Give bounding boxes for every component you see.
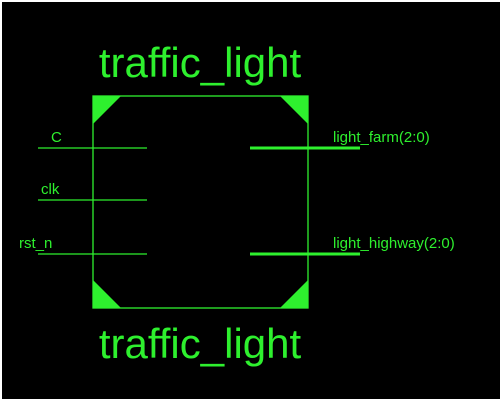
output-bus-light-highway[interactable]: light_highway(2:0): [250, 235, 455, 256]
input-pin-c[interactable]: C: [38, 129, 147, 149]
corner-marker-bottom-right: [280, 280, 308, 308]
corner-marker-top-right: [280, 96, 308, 124]
corner-marker-bottom-left: [93, 280, 121, 308]
input-pin-clk[interactable]: clk: [38, 181, 147, 201]
block-name-bottom: traffic_light: [99, 320, 302, 367]
output-bus-light-farm[interactable]: light_farm(2:0): [250, 129, 430, 150]
component-box[interactable]: [92, 95, 309, 309]
output-bus-label: light_farm(2:0): [333, 129, 430, 146]
input-pin-label: C: [51, 129, 62, 146]
input-pin-label: rst_n: [19, 235, 52, 252]
block-name-top: traffic_light: [99, 39, 302, 86]
corner-marker-top-left: [93, 96, 121, 124]
input-pin-label: clk: [41, 181, 60, 198]
output-bus-label: light_highway(2:0): [333, 235, 455, 252]
input-pin-rst-n[interactable]: rst_n: [19, 235, 147, 255]
schematic-canvas: traffic_light C clk rst_n: [2, 2, 500, 399]
schematic-svg: traffic_light C clk rst_n: [19, 39, 455, 367]
